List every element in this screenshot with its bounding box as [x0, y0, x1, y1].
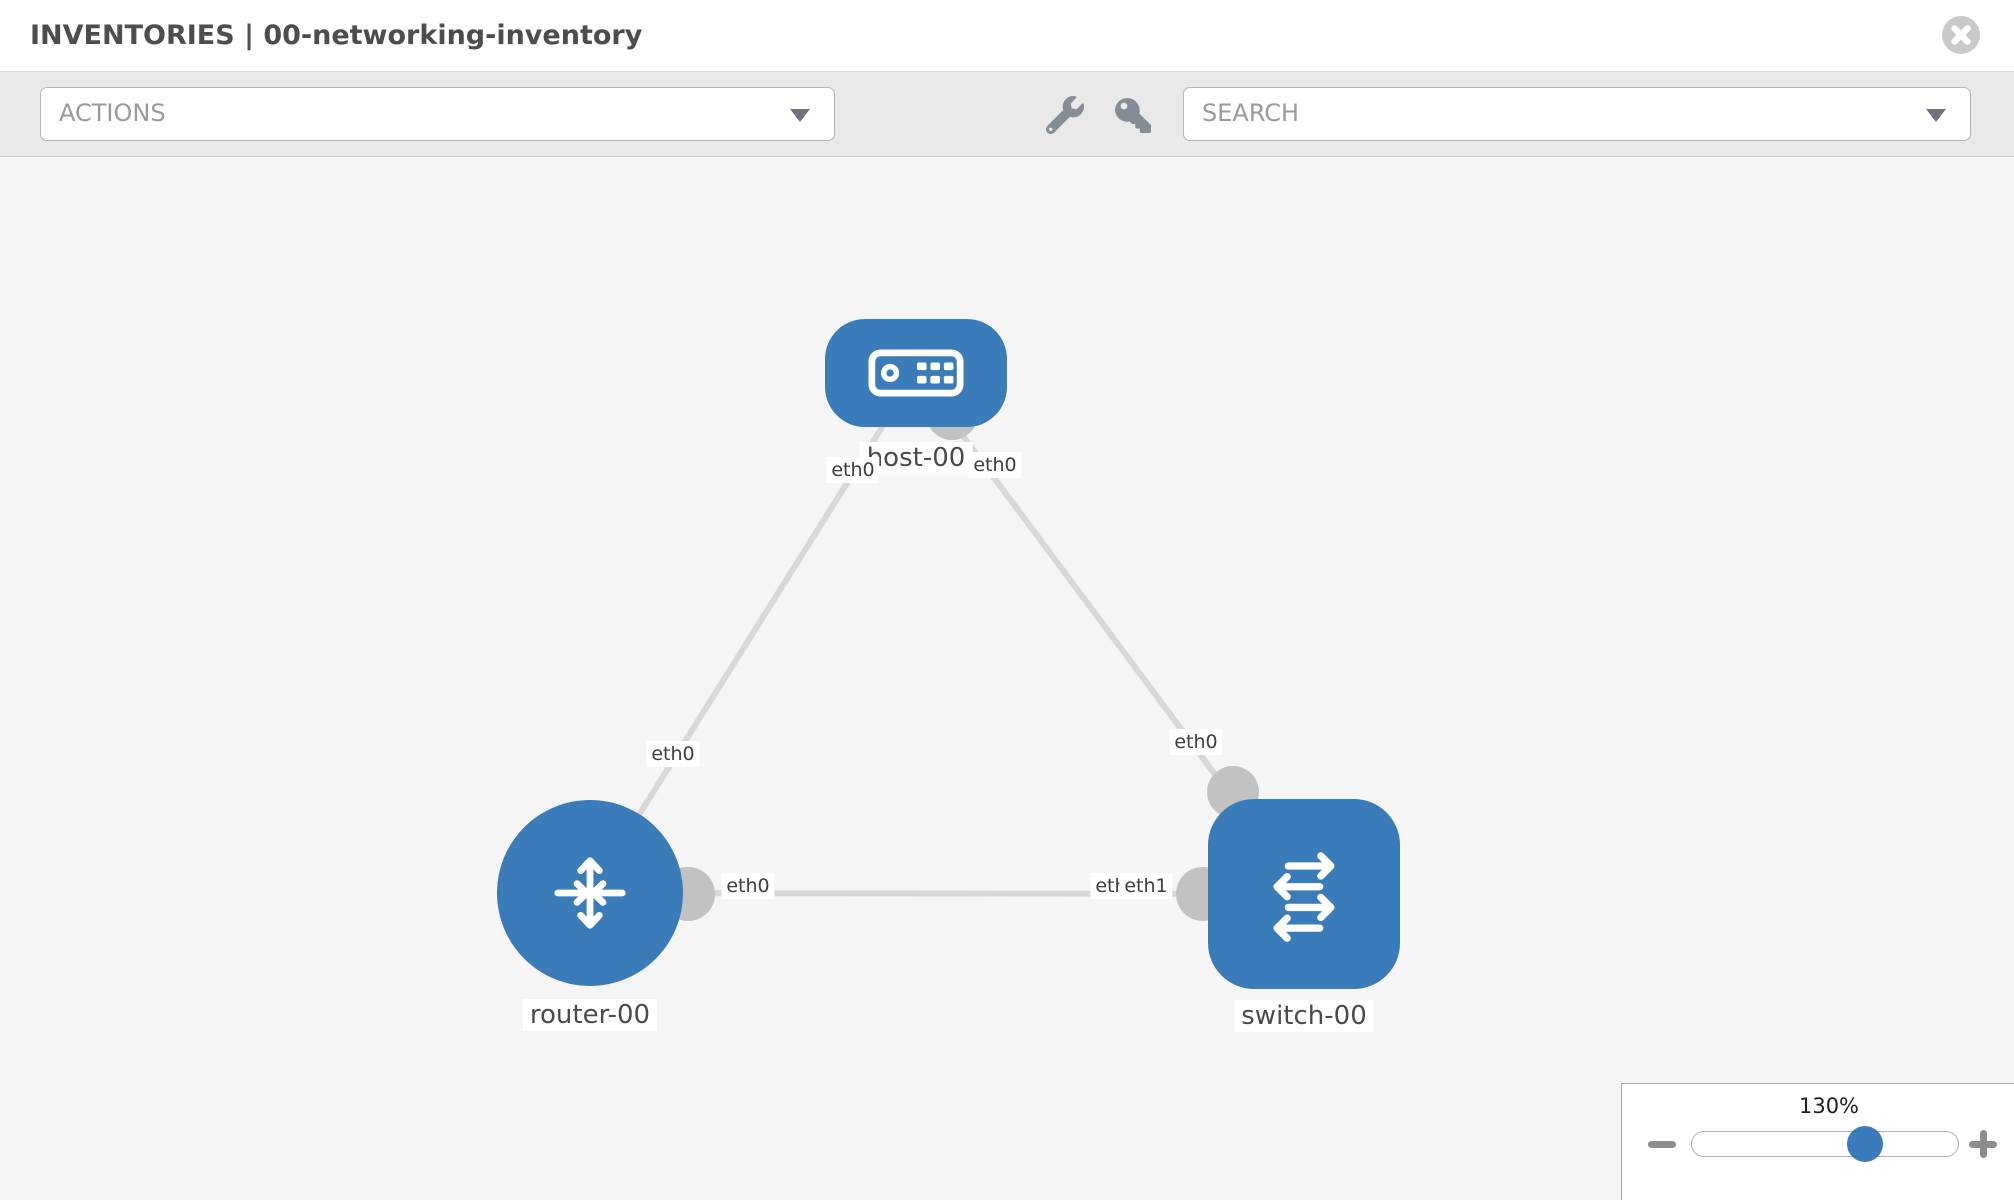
search-dropdown[interactable]: SEARCH — [1183, 87, 1971, 141]
toolbar: ACTIONS SEARCH — [0, 72, 2014, 157]
zoom-slider-track[interactable] — [1691, 1131, 1959, 1157]
zoom-panel: 130% — [1621, 1083, 2014, 1200]
router-icon — [554, 857, 626, 929]
tools-button[interactable] — [1046, 95, 1086, 135]
key-icon — [1115, 98, 1151, 133]
close-icon — [1942, 16, 1980, 54]
zoom-slider-thumb[interactable] — [1847, 1126, 1884, 1162]
header: INVENTORIES | 00-networking-inventory — [0, 0, 2014, 72]
host-icon — [868, 349, 964, 397]
node-label-router-00: router-00 — [522, 999, 658, 1031]
links-layer — [587, 371, 1307, 897]
node-switch-00[interactable] — [1208, 799, 1400, 989]
chevron-down-icon — [790, 109, 810, 122]
actions-dropdown-label: ACTIONS — [59, 99, 166, 127]
interface-label-eth0: eth0 — [721, 873, 775, 899]
page-title: INVENTORIES | 00-networking-inventory — [30, 20, 643, 51]
interface-label-eth0: eth0 — [826, 457, 880, 483]
zoom-out-button[interactable] — [1648, 1130, 1676, 1158]
zoom-in-button[interactable] — [1969, 1130, 1997, 1158]
wrench-icon — [1046, 96, 1084, 134]
node-label-switch-00: switch-00 — [1234, 1000, 1374, 1032]
switch-icon — [1273, 852, 1335, 942]
credentials-button[interactable] — [1115, 95, 1155, 135]
close-button[interactable] — [1941, 15, 1981, 55]
node-router-00[interactable] — [497, 800, 683, 986]
interface-label-eth1: eth1 — [1119, 873, 1173, 899]
interface-label-eth0: eth0 — [968, 452, 1022, 478]
search-dropdown-label: SEARCH — [1202, 99, 1300, 127]
chevron-down-icon — [1926, 109, 1946, 122]
zoom-value: 130% — [1798, 1094, 1860, 1118]
node-host-00[interactable] — [825, 319, 1007, 427]
interface-label-eth0: eth0 — [646, 741, 700, 767]
actions-dropdown[interactable]: ACTIONS — [40, 87, 835, 141]
interface-label-eth0: eth0 — [1169, 729, 1223, 755]
